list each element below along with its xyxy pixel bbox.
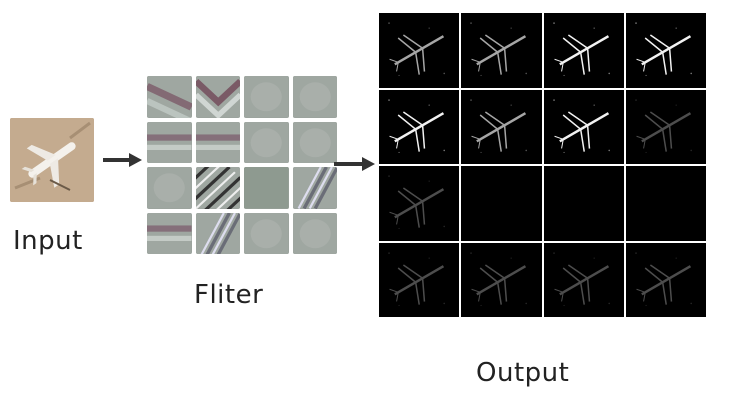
filter-pattern-icon <box>147 167 192 209</box>
airplane-edge-icon <box>634 251 692 306</box>
airplane-edge-icon <box>634 98 692 153</box>
output-feature-map <box>625 242 706 317</box>
output-label: Output <box>476 358 570 388</box>
filter-pattern-icon <box>292 167 337 209</box>
filter-cell <box>244 76 289 118</box>
filter-pattern-icon <box>244 167 289 209</box>
airplane-edge-icon <box>544 166 624 241</box>
filter-cell <box>244 167 289 209</box>
output-feature-map <box>543 89 624 164</box>
filter-cell <box>195 121 240 163</box>
filter-cell <box>292 167 337 209</box>
output-feature-map <box>379 13 460 88</box>
output-feature-map <box>543 242 624 317</box>
airplane-edge-icon <box>461 166 541 241</box>
airplane-edge-icon <box>388 98 446 153</box>
filter-pattern-icon <box>195 121 240 163</box>
arrow-filter-to-output-icon <box>334 157 375 171</box>
filter-cell <box>195 212 240 254</box>
filter-cell <box>244 212 289 254</box>
filter-pattern-icon <box>292 76 337 118</box>
filter-cell <box>147 121 192 163</box>
output-feature-map <box>543 166 624 241</box>
filter-cell <box>147 76 192 118</box>
airplane-edge-icon <box>470 98 528 153</box>
filter-pattern-icon <box>292 121 337 163</box>
filter-cell <box>195 76 240 118</box>
output-feature-map <box>543 13 624 88</box>
airplane-edge-icon <box>388 175 446 230</box>
filter-cell <box>147 167 192 209</box>
output-feature-map <box>625 13 706 88</box>
airplane-edge-icon <box>388 22 446 77</box>
airplane-edge-icon <box>634 22 692 77</box>
filter-pattern-icon <box>244 121 289 163</box>
output-feature-map <box>461 242 542 317</box>
filter-cell <box>147 212 192 254</box>
filter-cell <box>195 167 240 209</box>
output-feature-map <box>379 242 460 317</box>
filter-grid <box>147 76 337 254</box>
input-label: Input <box>13 226 83 256</box>
airplane-edge-icon <box>552 22 610 77</box>
output-feature-map <box>461 13 542 88</box>
filter-label: Fliter <box>194 280 264 310</box>
output-feature-map <box>379 89 460 164</box>
input-image <box>10 118 94 202</box>
filter-pattern-icon <box>244 212 289 254</box>
output-feature-map <box>625 166 706 241</box>
filter-pattern-icon <box>195 212 240 254</box>
filter-cell <box>292 212 337 254</box>
filter-pattern-icon <box>195 76 240 118</box>
output-grid <box>379 13 706 317</box>
filter-cell <box>292 121 337 163</box>
filter-cell <box>244 121 289 163</box>
airplane-edge-icon <box>470 251 528 306</box>
airplane-edge-icon <box>470 22 528 77</box>
output-feature-map <box>379 166 460 241</box>
filter-pattern-icon <box>195 167 240 209</box>
filter-cell <box>292 76 337 118</box>
filter-pattern-icon <box>147 76 192 118</box>
arrow-input-to-filter-icon <box>103 153 142 167</box>
filter-pattern-icon <box>147 212 192 254</box>
airplane-edge-icon <box>626 166 706 241</box>
airplane-edge-icon <box>552 251 610 306</box>
output-feature-map <box>461 89 542 164</box>
airplane-input-icon <box>10 118 94 202</box>
output-feature-map <box>461 166 542 241</box>
airplane-edge-icon <box>552 98 610 153</box>
filter-pattern-icon <box>244 76 289 118</box>
output-feature-map <box>625 89 706 164</box>
filter-pattern-icon <box>292 212 337 254</box>
filter-pattern-icon <box>147 121 192 163</box>
airplane-edge-icon <box>388 251 446 306</box>
